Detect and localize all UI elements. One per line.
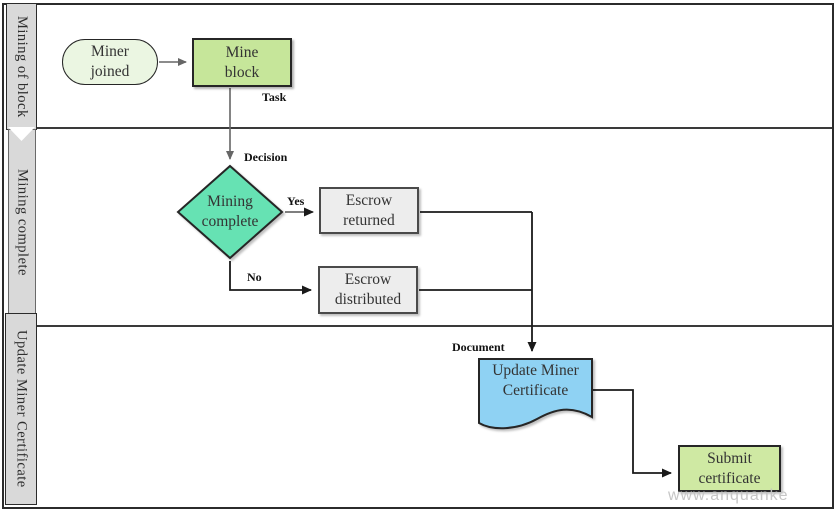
edge-label-yes: Yes [287, 194, 305, 208]
node-label: Escrow distributed [334, 271, 402, 308]
lane-label-text: Mining of block [14, 15, 30, 118]
diagram-outer-frame [2, 3, 834, 509]
stencil-label-document: Document [452, 340, 505, 354]
task-node-submit-certificate: Submit certificate [678, 445, 781, 492]
node-label: Miner joined [90, 43, 130, 80]
lane-label-mining-of-block: Mining of block [6, 3, 37, 130]
lane-label-text: Mining complete [14, 168, 31, 276]
lane-divider-1 [36, 127, 832, 129]
node-escrow-returned: Escrow returned [319, 187, 419, 234]
document-shape [478, 358, 593, 430]
diamond-shape [176, 164, 284, 260]
watermark-text: www.anquanke [668, 487, 789, 504]
node-label: Escrow returned [343, 191, 395, 229]
lane-label-update-miner-certificate: Update Miner Certificate [5, 313, 37, 505]
lane-label-text: Update Miner Certificate [13, 330, 30, 488]
node-escrow-distributed: Escrow distributed [318, 266, 418, 314]
node-label: Mine block [224, 43, 260, 81]
stencil-label-decision: Decision [244, 150, 288, 164]
edge-label-no: No [247, 270, 262, 284]
node-label: Update Miner Certificate [492, 362, 579, 399]
document-node-update-miner-certificate: Update Miner Certificate [477, 357, 594, 433]
node-label: Mining complete [201, 193, 259, 230]
start-node-miner-joined: Miner joined [62, 39, 158, 85]
lane-label-mining-complete: Mining complete [8, 129, 36, 315]
task-node-mine-block: Mine block [192, 38, 292, 87]
stencil-label-task: Task [262, 90, 287, 104]
node-label: Submit certificate [698, 449, 761, 487]
decision-node-mining-complete: Mining complete [176, 164, 284, 260]
lane-divider-2 [36, 325, 832, 327]
